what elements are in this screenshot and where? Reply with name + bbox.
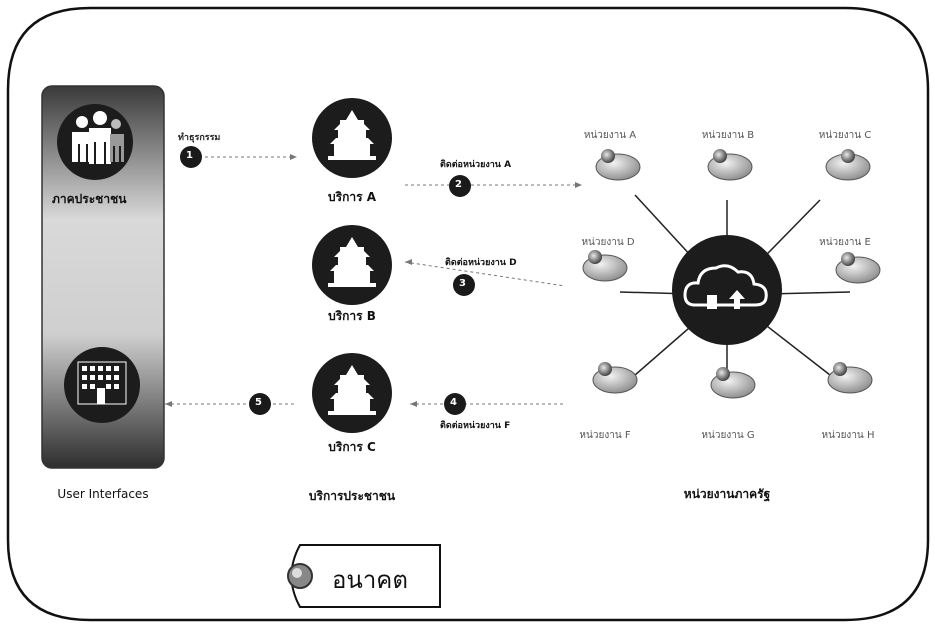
agency-a-icon [595,149,641,181]
agency-g-label: หน่วยงาน G [701,430,755,441]
agency-a-label: หน่วยงาน A [583,130,637,141]
future-label: อนาคต [332,566,408,594]
government-agencies-label: หน่วยงานภาครัฐ [683,487,771,501]
government-cloud-icon [672,235,782,345]
step-badge-5 [249,393,271,415]
service-a-label: บริการ A [328,190,376,204]
service-c-icon [312,353,392,433]
contact-agency-d-label: ติดต่อหน่วยงาน D [445,258,517,268]
service-c-label: บริการ C [328,440,376,454]
agency-h-label: หน่วยงาน H [821,430,875,441]
agency-b-label: หน่วยงาน B [701,130,755,141]
agency-c-icon [825,149,871,181]
step-number-2: 2 [455,179,462,190]
people-icon [57,104,133,180]
agency-f-icon [592,362,638,394]
step-number-3: 3 [459,278,466,289]
agency-d-label: หน่วยงาน D [581,237,635,248]
agency-c-label: หน่วยงาน C [818,130,872,141]
public-sector-label: ภาคประชาชน [52,192,127,206]
step-number-4: 4 [450,397,457,408]
contact-agency-f-label: ติดต่อหน่วยงาน F [440,421,511,431]
service-a-icon [312,98,392,178]
arrow-step-3 [404,261,566,287]
agency-g-icon [710,367,756,399]
agency-disks [582,149,881,399]
contact-agency-a-label: ติดต่อหน่วยงาน A [440,160,512,170]
step-1-label: ทำธุรกรรม [178,133,221,143]
arrow-heads [165,154,582,407]
step-badges [180,146,475,415]
step-badge-1 [180,146,202,168]
agency-e-icon [835,252,881,284]
outer-frame [6,6,930,622]
step-badge-2 [449,175,471,197]
agency-b-icon [707,149,753,181]
flow-arrows [165,156,575,405]
user-interfaces-label: User Interfaces [57,487,149,501]
agency-e-label: หน่วยงาน E [819,237,871,248]
future-tag [287,544,441,608]
agency-f-label: หน่วยงาน F [579,430,631,441]
step-badge-4 [444,393,466,415]
office-building-icon [64,347,140,423]
step-badge-3 [453,274,475,296]
service-b-icon [312,225,392,305]
step-number-1: 1 [186,150,193,161]
agency-h-icon [827,362,873,394]
step-number-5: 5 [255,397,262,408]
service-b-label: บริการ B [328,309,376,323]
public-services-label: บริการประชาชน [308,489,396,503]
agency-d-icon [582,250,628,282]
